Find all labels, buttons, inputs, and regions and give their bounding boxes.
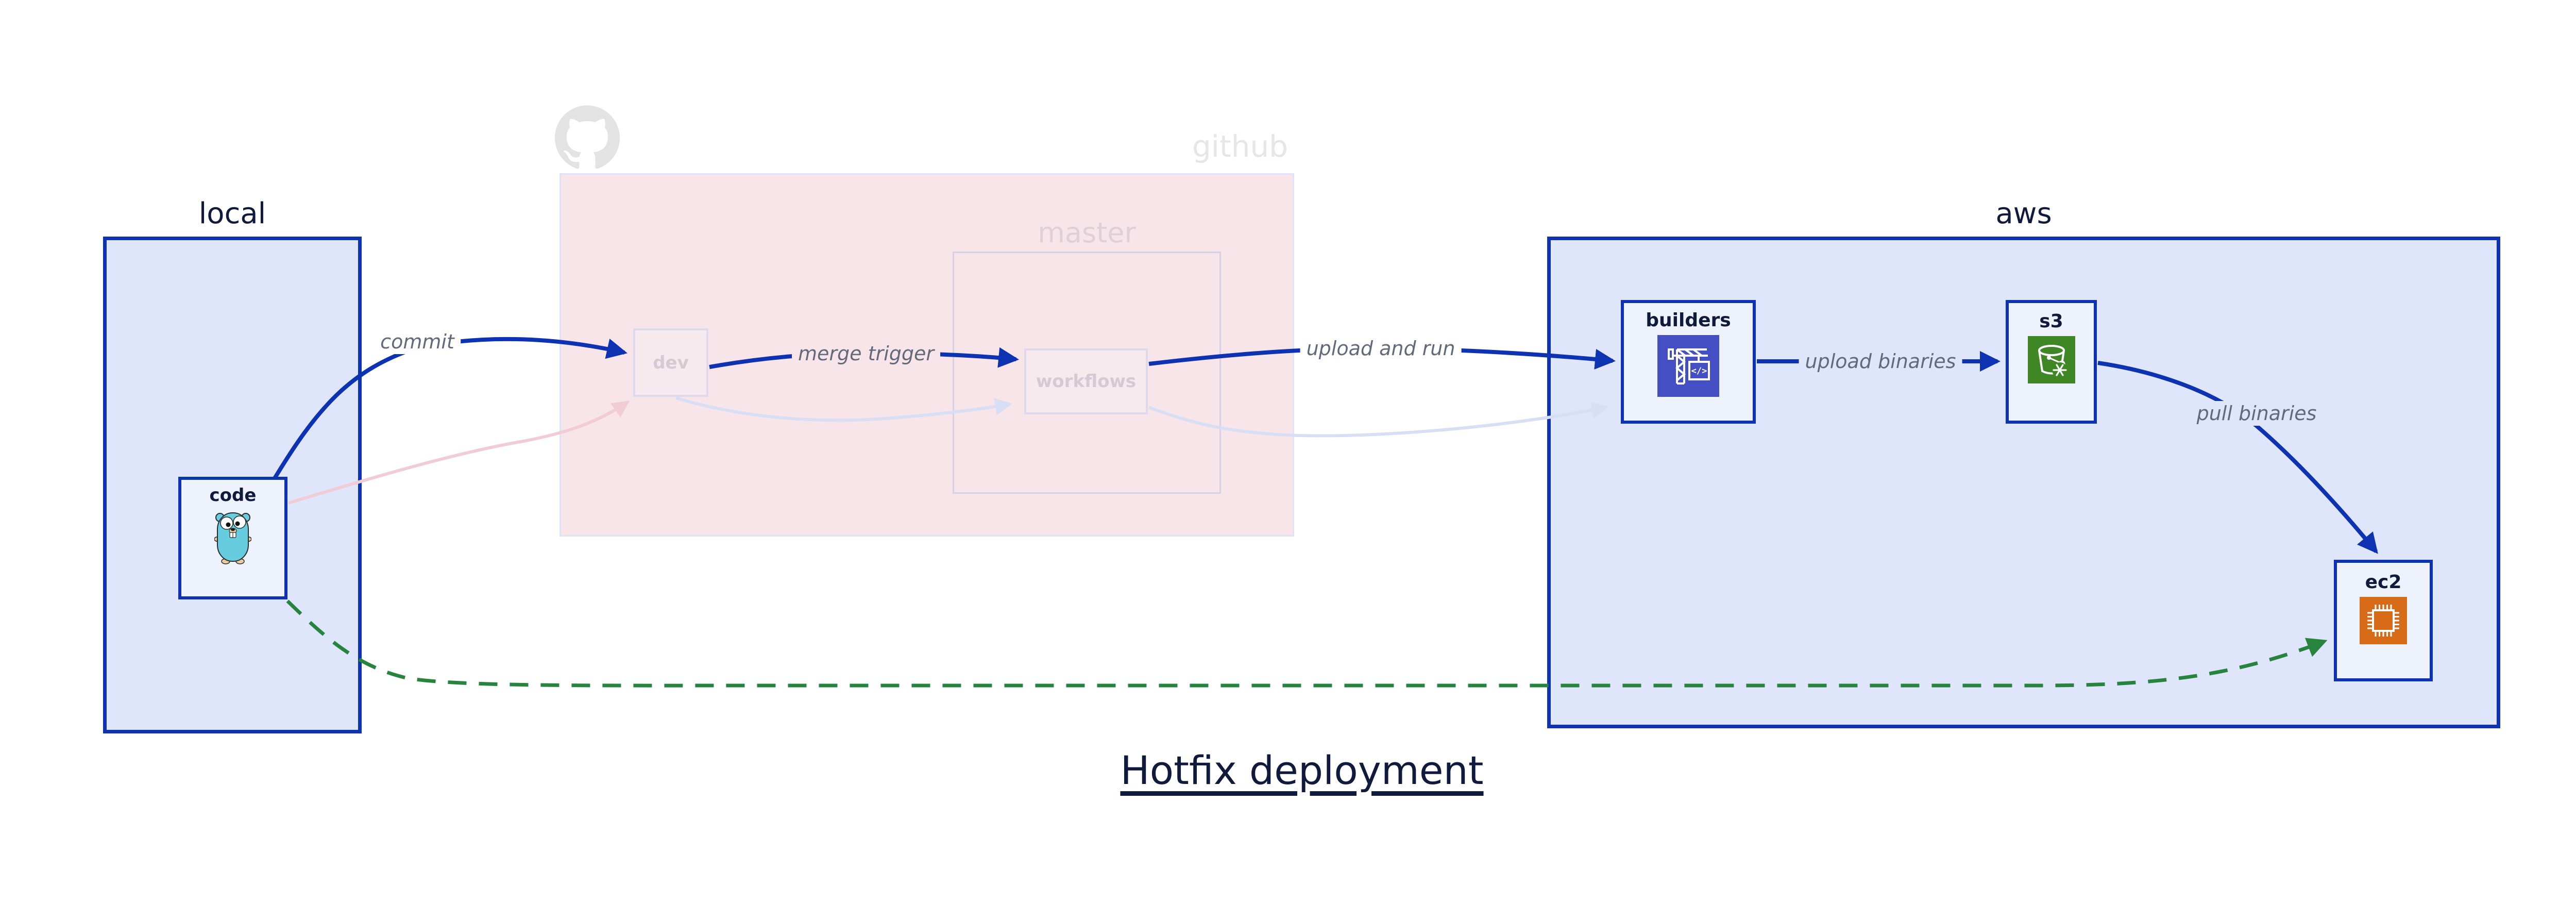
edge-ghost-code-to-dev [288, 400, 630, 505]
node-s3: s3 [2006, 300, 2097, 424]
node-dev: dev [633, 328, 708, 397]
node-code: code [178, 477, 287, 599]
node-ec2-label: ec2 [2365, 572, 2402, 593]
node-builders: builders </> [1621, 300, 1756, 424]
edge-pull-binaries [2097, 361, 2378, 554]
ec2-chip-icon [2360, 596, 2407, 644]
edge-label-merge-trigger: merge trigger [792, 341, 940, 366]
node-code-label: code [209, 485, 257, 506]
node-workflows: workflows [1024, 348, 1148, 414]
github-container-label: github [1192, 129, 1288, 164]
diagram-title: Hotfix deployment [0, 747, 2576, 793]
go-gopher-icon [214, 512, 251, 565]
diagram-title-text: Hotfix deployment [1120, 747, 1484, 793]
svg-text:</>: </> [1691, 366, 1707, 376]
codebuild-crane-icon: </> [1657, 335, 1719, 397]
edge-label-upload-and-run: upload and run [1300, 336, 1462, 361]
edge-hotfix-code-to-ec2 [286, 599, 2328, 688]
node-s3-label: s3 [2039, 311, 2063, 332]
node-dev-label: dev [653, 352, 689, 373]
edge-ghost-dev-to-workflows [675, 396, 1012, 422]
node-ec2: ec2 [2334, 560, 2433, 681]
edge-label-upload-binaries: upload binaries [1799, 349, 1962, 374]
edge-label-pull-binaries: pull binaries [2190, 401, 2323, 426]
master-branch-container [953, 252, 1221, 494]
edge-ghost-workflows-to-builders [1148, 402, 1609, 438]
github-logo-icon [555, 105, 620, 169]
node-workflows-label: workflows [1036, 371, 1137, 392]
master-branch-label: master [1038, 216, 1136, 249]
node-builders-label: builders [1646, 310, 1731, 331]
aws-container-label: aws [1995, 197, 2052, 230]
local-container-label: local [198, 197, 266, 230]
s3-bucket-icon [2027, 336, 2075, 383]
edge-label-commit: commit [374, 329, 461, 354]
